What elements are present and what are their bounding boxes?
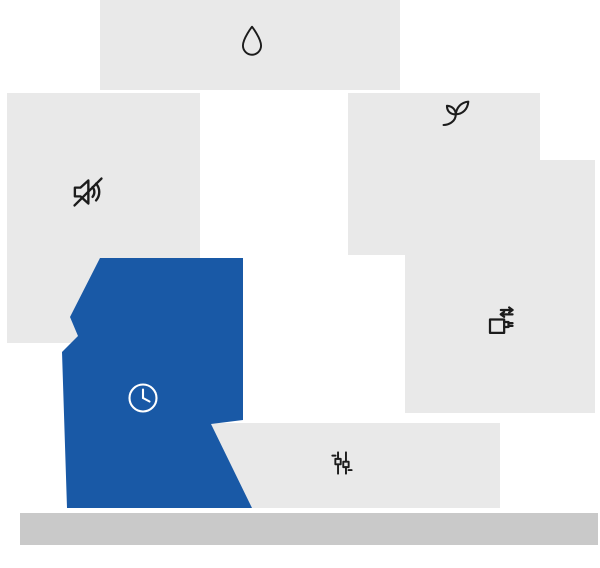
plug-swap-icon <box>488 306 514 334</box>
bottom-bar <box>20 513 598 545</box>
clock-icon <box>128 383 158 413</box>
volume-mute-icon <box>73 177 103 207</box>
tile-settings[interactable] <box>210 423 500 508</box>
tile-clock-selected[interactable] <box>55 250 265 515</box>
sliders-icon <box>331 451 353 475</box>
tile-water[interactable] <box>100 0 400 90</box>
tile-plug[interactable] <box>405 160 595 413</box>
water-drop-icon <box>241 25 263 56</box>
eco-leaves-icon <box>442 100 470 127</box>
